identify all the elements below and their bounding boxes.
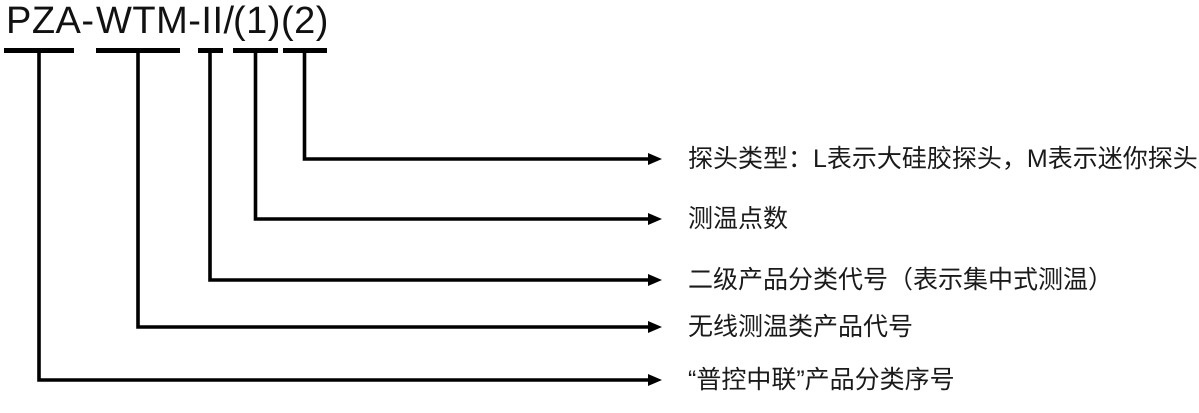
model-code-segment-slot2: (2) (281, 0, 329, 42)
annotation-secondary-class-code: 二级产品分类代号（表示集中式测温） (688, 266, 1114, 294)
arrowhead-slot1 (648, 213, 662, 225)
connector-ii (208, 52, 662, 286)
arrowhead-wtm (648, 321, 662, 333)
annotation-wireless-product-code: 无线测温类产品代号 (688, 313, 914, 341)
underline-wtm (96, 48, 180, 53)
connector-slot1 (253, 52, 662, 225)
arrowhead-pza (648, 374, 662, 386)
underline-slot1 (233, 48, 278, 53)
model-code-segment-wtm-ii: WTM-II/ (96, 0, 235, 42)
underline-ii (198, 48, 223, 53)
annotation-brand-series-number: “普控中联”产品分类序号 (688, 366, 955, 394)
arrowhead-ii (648, 274, 662, 286)
connector-slot2 (302, 52, 662, 165)
model-code-segment-pza: PZA- (6, 0, 95, 42)
model-code-segment-slot1: (1) (233, 0, 281, 42)
connector-pza (37, 52, 662, 386)
underline-slot2 (283, 48, 327, 53)
annotation-measure-point-count: 测温点数 (688, 205, 789, 233)
arrowhead-slot2 (648, 153, 662, 165)
annotation-probe-type: 探头类型：L表示大硅胶探头，M表示迷你探头 (688, 145, 1198, 173)
underline-pza (4, 48, 74, 53)
connector-wtm (136, 52, 662, 333)
